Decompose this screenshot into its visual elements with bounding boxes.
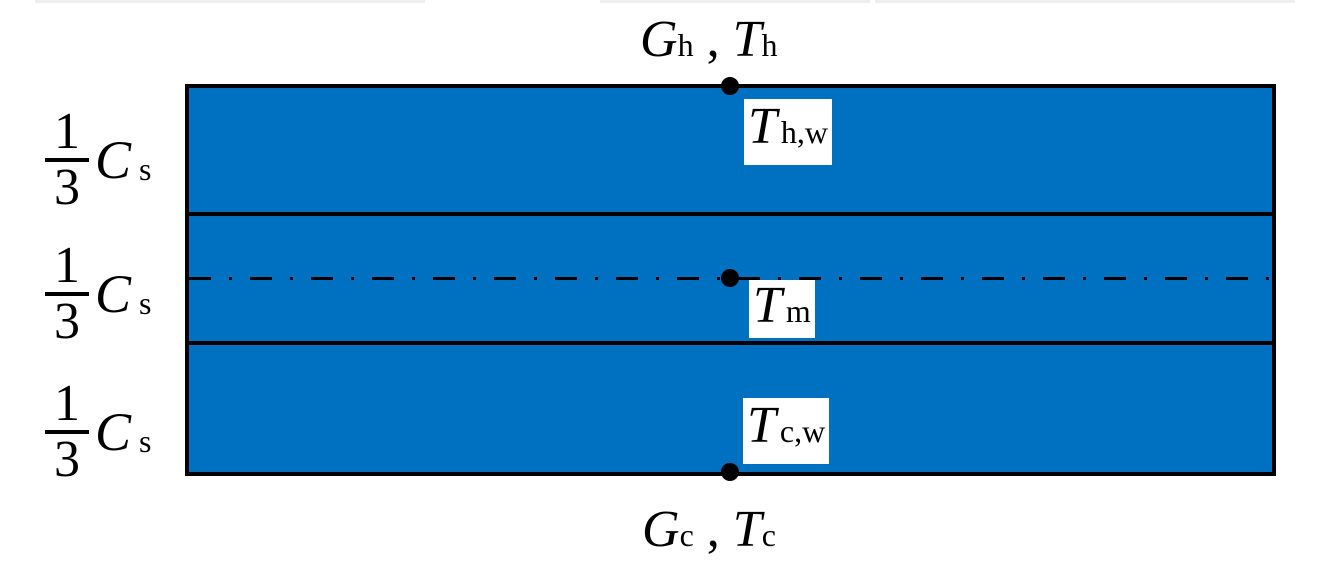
separator: , [693,11,733,68]
top-strip [875,0,1295,3]
capacity-subscript: s [139,151,152,188]
fraction-bar [45,429,89,434]
mass-flow-symbol: G [642,501,680,558]
capacity-symbol: C [95,129,132,190]
capacity-symbol: C [95,263,132,324]
layer-divider-upper [185,212,1276,216]
temperature-symbol: T [732,11,762,68]
denominator: 3 [54,158,80,216]
numerator: 1 [54,237,80,294]
fraction: 1 3 [45,237,89,350]
hot-inlet-label: Gh , Th [640,14,777,66]
capacity-subscript: s [139,285,152,322]
bottom-node-dot [721,463,739,481]
mass-flow-subscript: h [677,27,694,63]
temperature-subscript: h [761,27,778,63]
cold-inlet-label: Gc , Tc [642,504,776,556]
denominator: 3 [54,292,80,350]
fraction-bar [45,157,89,162]
capacity-symbol: C [95,401,132,462]
temp-subscript: c,w [779,413,826,449]
temp-symbol: T [753,277,782,334]
fraction: 1 3 [45,375,89,488]
temp-subscript: h,w [780,114,829,150]
mass-flow-subscript: c [679,517,694,553]
top-strip [35,0,425,3]
temperature-symbol: T [732,501,762,558]
numerator: 1 [54,375,80,432]
temp-symbol: T [748,98,777,155]
top-strip [600,0,870,3]
fraction-bar [45,291,89,296]
temp-subscript: m [785,293,811,329]
denominator: 3 [54,430,80,488]
separator: , [693,501,733,558]
numerator: 1 [54,103,80,160]
top-node-dot [721,77,739,95]
fraction: 1 3 [45,103,89,216]
middle-node-dot [721,269,739,287]
temperature-subscript: c [761,517,776,553]
layer-divider-lower [185,341,1276,345]
capacity-subscript: s [139,423,152,460]
mass-flow-symbol: G [640,11,678,68]
temp-symbol: T [747,397,776,454]
